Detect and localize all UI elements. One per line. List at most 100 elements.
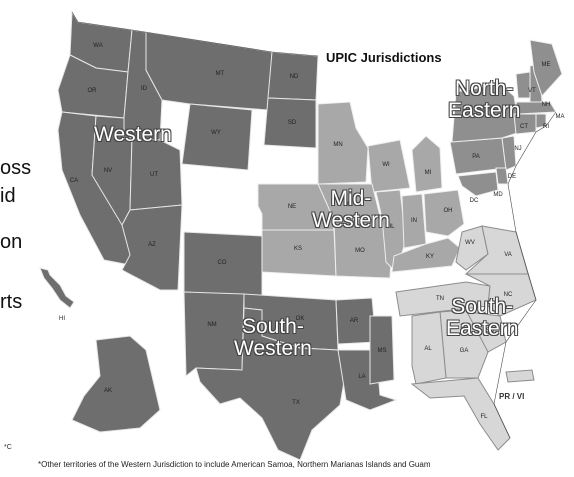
state-label-nv: NV bbox=[104, 168, 112, 174]
state-label-in: IN bbox=[411, 218, 417, 224]
state-label-mo: MO bbox=[355, 248, 365, 254]
territory-label: PR / VI bbox=[499, 392, 525, 401]
region-south-eastern bbox=[395, 225, 537, 451]
state-mn bbox=[317, 101, 369, 185]
state-label-me: ME bbox=[542, 62, 551, 68]
state-ak bbox=[71, 335, 161, 433]
region-label-line: South- bbox=[451, 295, 514, 318]
state-label-ca: CA bbox=[70, 178, 78, 184]
state-label-ks: KS bbox=[294, 246, 302, 252]
state-label-ok: OK bbox=[296, 316, 305, 322]
state-label-pa: PA bbox=[472, 154, 480, 160]
state-label-va: VA bbox=[504, 252, 512, 258]
state-label-wa: WA bbox=[93, 43, 102, 49]
state-label-md: MD bbox=[493, 192, 503, 198]
state-sd bbox=[263, 97, 317, 149]
state-oh bbox=[423, 189, 465, 237]
state-label-wi: WI bbox=[382, 162, 390, 168]
state-label-ne: NE bbox=[288, 204, 296, 210]
state-label-nm: NM bbox=[207, 322, 216, 328]
state-wy bbox=[181, 103, 253, 171]
state-label-ak: AK bbox=[104, 388, 112, 394]
state-label-wy: WY bbox=[211, 130, 221, 136]
map-outline bbox=[71, 11, 557, 439]
state-label-ia: IA bbox=[347, 202, 353, 208]
state-label-mi: MI bbox=[425, 170, 432, 176]
region-label-south-western: South- Western bbox=[234, 315, 312, 361]
state-label-or: OR bbox=[88, 88, 98, 94]
state-de bbox=[495, 167, 509, 185]
region-label-line: Eastern bbox=[446, 317, 519, 341]
state-wi bbox=[367, 139, 411, 193]
side-text-fragment: rts bbox=[0, 291, 23, 313]
state-label-vt: VT bbox=[528, 88, 536, 94]
state-label-nj: NJ bbox=[514, 146, 521, 152]
state-label-nd: ND bbox=[290, 74, 299, 80]
western-asterisk: * bbox=[181, 124, 187, 139]
side-text-fragment: oss bbox=[0, 157, 32, 179]
state-ut bbox=[129, 137, 183, 211]
state-wv bbox=[455, 225, 489, 271]
region-south-western bbox=[183, 231, 398, 461]
region-label-line: Western bbox=[234, 337, 312, 361]
region-label-line: North- bbox=[455, 77, 514, 100]
region-western bbox=[39, 10, 319, 433]
state-label-mn: MN bbox=[333, 142, 342, 148]
region-label-line: Mid- bbox=[330, 187, 372, 210]
region-north-eastern bbox=[449, 39, 563, 197]
state-label-fl: FL bbox=[480, 414, 488, 420]
state-label-sc: SC bbox=[486, 328, 495, 334]
footnote: *Other territories of the Western Jurisd… bbox=[38, 460, 431, 469]
state-labels: WA OR CA ID NV MT WY UT AZ ND SD NE KS MN IA MO WI IL MI IN… bbox=[59, 43, 565, 420]
state-label-ky: KY bbox=[426, 254, 434, 260]
state-label-sd: SD bbox=[288, 120, 297, 126]
state-label-dc: DC bbox=[470, 198, 479, 204]
state-label-hi: HI bbox=[59, 316, 65, 322]
region-label-mid-western: Mid- Western bbox=[312, 187, 390, 233]
state-hi bbox=[39, 267, 75, 309]
region-label-north-eastern: North- Eastern bbox=[448, 77, 520, 122]
state-label-la: LA bbox=[358, 374, 365, 380]
state-label-al: AL bbox=[424, 346, 432, 352]
state-ks bbox=[261, 229, 337, 277]
state-ia bbox=[317, 183, 381, 221]
state-label-wv: WV bbox=[465, 240, 475, 246]
state-label-ri: RI bbox=[543, 124, 549, 130]
state-label-ut: UT bbox=[150, 172, 158, 178]
state-label-id: ID bbox=[141, 86, 148, 92]
state-label-ar: AR bbox=[350, 318, 359, 324]
territory-pr-vi bbox=[505, 369, 535, 383]
region-label-western: Western bbox=[94, 123, 172, 146]
state-label-ny: NY bbox=[484, 108, 492, 114]
state-label-az: AZ bbox=[148, 242, 156, 248]
state-al bbox=[411, 311, 447, 385]
state-label-mt: MT bbox=[216, 71, 225, 77]
state-label-nh: NH bbox=[542, 102, 551, 108]
state-mt bbox=[145, 31, 273, 111]
state-mi bbox=[411, 135, 443, 193]
state-tx bbox=[195, 307, 347, 461]
state-label-co: CO bbox=[218, 260, 227, 266]
side-text-fragment: on bbox=[0, 231, 23, 253]
state-fl bbox=[410, 377, 511, 451]
state-label-ma: MA bbox=[556, 114, 565, 120]
state-label-ct: CT bbox=[520, 124, 528, 130]
state-label-tn: TN bbox=[436, 296, 444, 302]
map-title: UPIC Jurisdictions bbox=[326, 50, 442, 65]
state-md bbox=[457, 171, 499, 197]
state-label-nc: NC bbox=[504, 292, 513, 298]
corner-note: *C bbox=[4, 444, 12, 451]
region-label-line: Western bbox=[312, 209, 390, 233]
state-me bbox=[529, 39, 563, 97]
state-ms bbox=[369, 315, 395, 385]
state-label-de: DE bbox=[508, 174, 516, 180]
side-text-fragment: id bbox=[0, 185, 16, 207]
state-label-ga: GA bbox=[460, 348, 469, 354]
region-label-line: Western bbox=[94, 123, 172, 146]
state-label-oh: OH bbox=[444, 208, 453, 214]
state-label-il: IL bbox=[389, 224, 395, 230]
region-label-south-eastern: South- Eastern bbox=[446, 295, 519, 341]
region-label-line: South- bbox=[241, 315, 304, 338]
region-mid-western bbox=[257, 101, 465, 279]
